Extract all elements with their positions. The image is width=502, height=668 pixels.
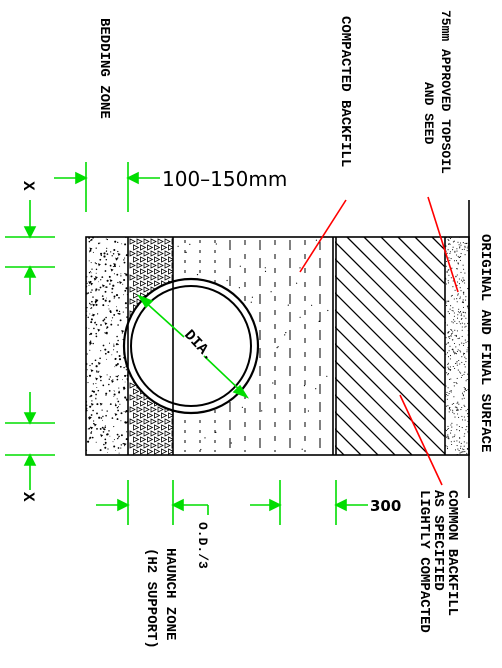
leader-lines	[299, 196, 459, 486]
bedding-stipple	[86, 237, 128, 454]
bedding-width-dimension	[54, 162, 160, 212]
x-bottom-label: X	[19, 492, 37, 502]
x-dimensions	[5, 200, 55, 490]
topsoil-label-line1: 75mm APPROVED TOPSOIL	[438, 10, 453, 174]
dia-dimension	[137, 294, 249, 399]
topsoil-label-line2: AND SEED	[421, 82, 436, 145]
dim-300-label: 300	[370, 497, 401, 515]
haunch-support-label: (H2 SUPPORT)	[143, 548, 159, 649]
surface-label: ORIGINAL AND FINAL SURFACE	[477, 234, 493, 452]
topsoil-stipple	[445, 237, 469, 455]
haunch-zone-label: HAUNCH ZONE	[162, 548, 178, 640]
od-label: O.D./3	[195, 522, 210, 569]
topsoil-leader	[427, 196, 459, 293]
common-backfill-line3: LIGHTLY COMPACTED	[416, 490, 432, 633]
bottom-dimensions	[96, 480, 368, 525]
common-backfill-diagonal-hatch	[335, 237, 445, 455]
bedding-zone-label: BEDDING ZONE	[96, 18, 112, 119]
common-backfill-line2: AS SPECIFIED	[430, 490, 446, 591]
x-top-label: X	[19, 181, 37, 191]
common-backfill-line1: COMMON BACKFILL	[444, 490, 460, 616]
compacted-leader	[299, 199, 347, 273]
compacted-backfill-label: COMPACTED BACKFILL	[337, 16, 353, 167]
bedding-width-label: 100–150mm	[162, 167, 287, 191]
common-leader	[399, 394, 443, 486]
